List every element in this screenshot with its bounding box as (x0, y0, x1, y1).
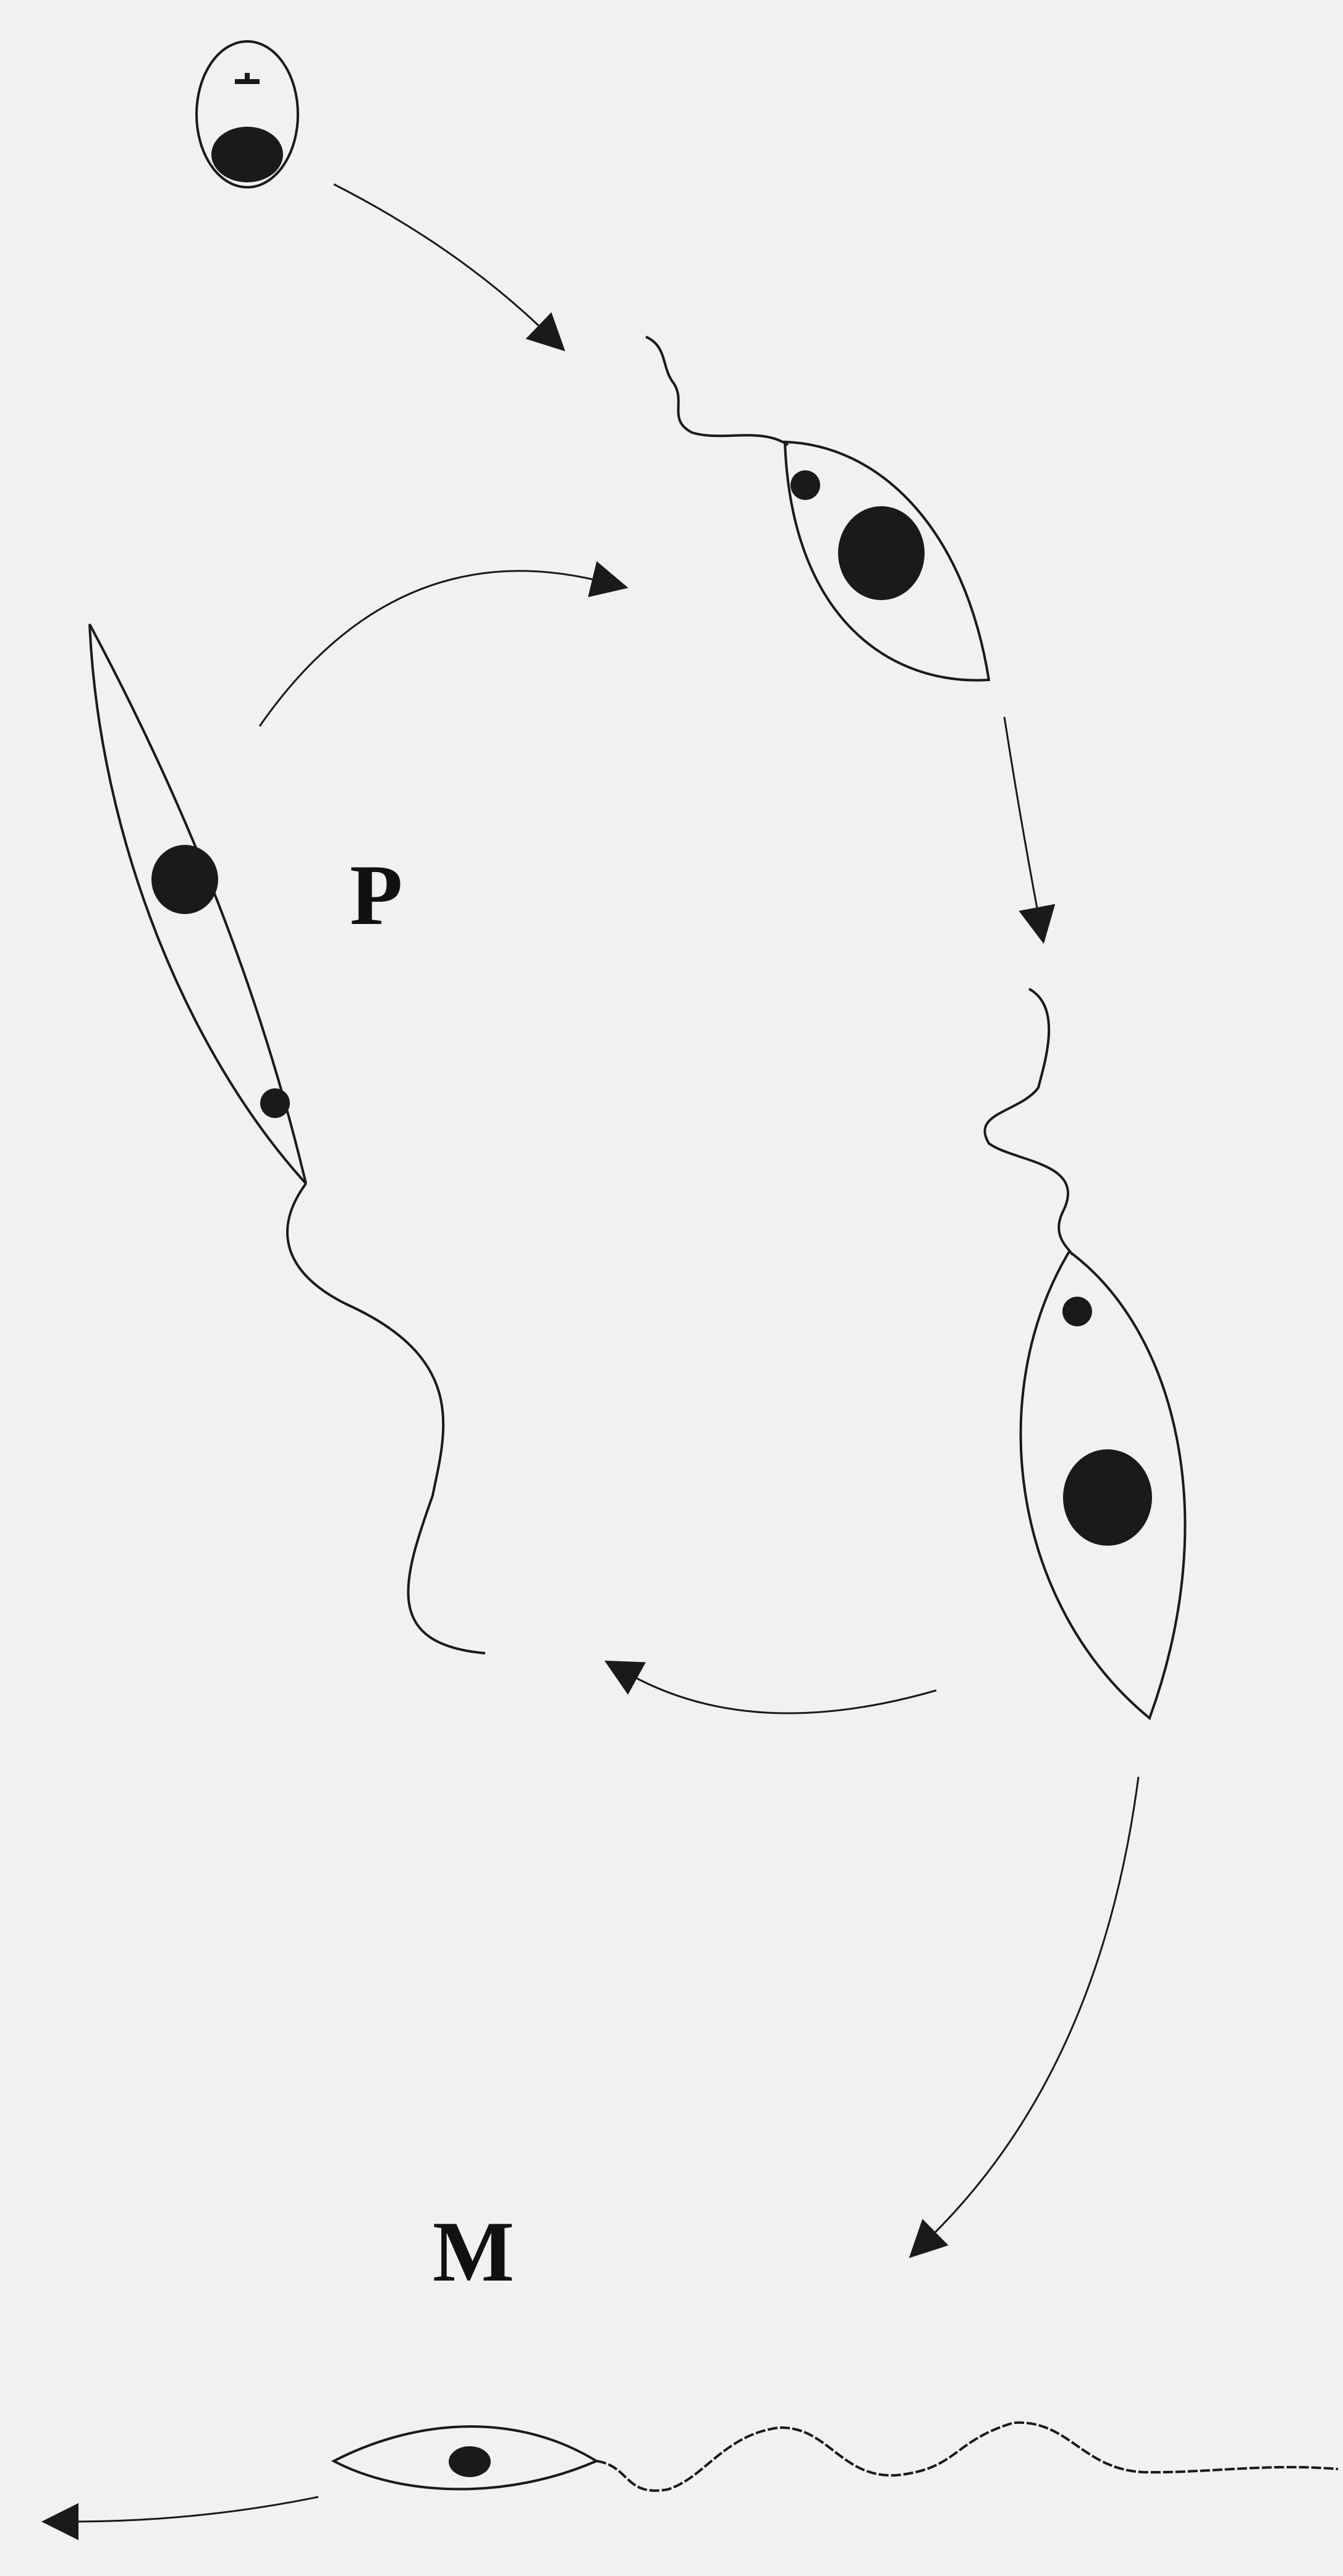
arrow-p-to-top (260, 571, 599, 726)
flagellum-3 (287, 1184, 485, 1653)
nucleus-2 (1063, 1449, 1152, 1546)
flagellum-4 (596, 2423, 1338, 2491)
arrow-return-left (630, 1675, 936, 1713)
nucleus-3 (151, 845, 218, 914)
promastigote-stage-1 (646, 337, 989, 680)
elongated-stage (90, 624, 485, 1653)
nucleus-4 (449, 2446, 491, 2477)
label-p: P (350, 847, 403, 943)
kinetoplast-1 (790, 470, 820, 500)
arrow-cyst-to-promastigote (334, 184, 544, 331)
arrow-down-right (1004, 717, 1038, 915)
flagellum-1 (646, 337, 788, 445)
label-m: M (433, 2204, 514, 2300)
bottom-stage (334, 2423, 1338, 2491)
promastigote-stage-2 (985, 989, 1185, 1718)
nucleus-1 (838, 506, 925, 600)
kinetoplast-2 (1062, 1297, 1092, 1326)
arrow-exit-left (71, 2497, 318, 2522)
cyst-stage (197, 41, 298, 187)
cyst-kinetoplast (235, 73, 260, 82)
kinetoplast-3 (260, 1088, 290, 1118)
arrow-to-m (930, 1777, 1138, 2237)
cyst-nucleus (211, 127, 283, 182)
flagellum-2 (985, 989, 1072, 1255)
